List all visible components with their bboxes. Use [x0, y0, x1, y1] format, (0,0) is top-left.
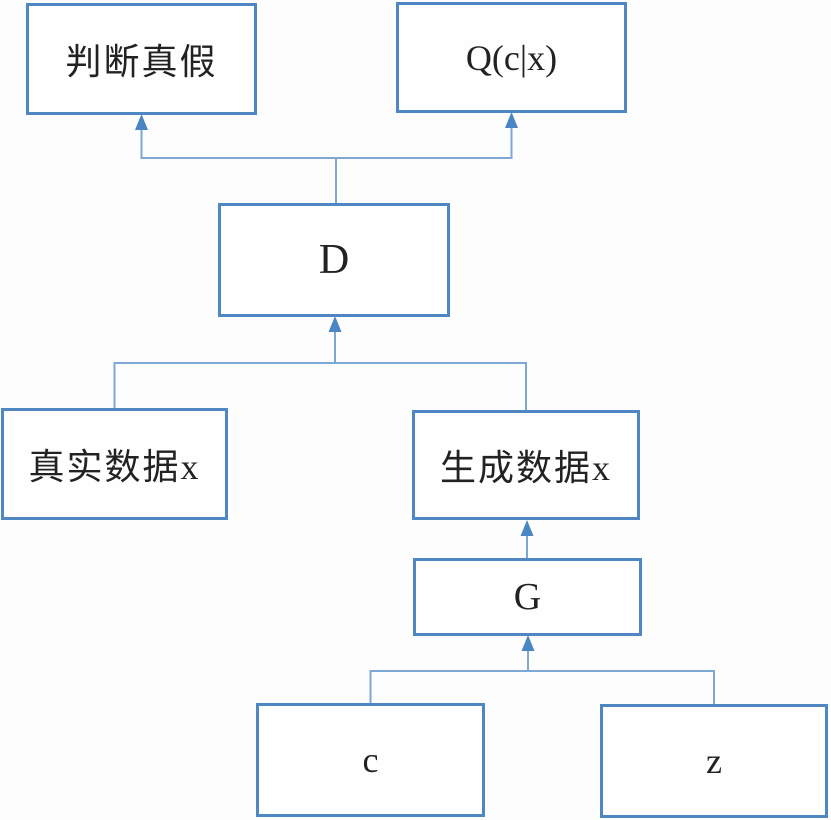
edge-sources-merge — [113, 362, 527, 410]
node-q-c-given-x: Q(c|x) — [396, 2, 627, 113]
node-discriminator: D — [218, 203, 450, 317]
arrowhead-to-judge — [135, 114, 148, 130]
node-noise-z: z — [600, 704, 828, 818]
node-latent-code-c: c — [256, 703, 485, 817]
edge-d-split — [140, 118, 513, 159]
arrowhead-to-d — [328, 316, 342, 332]
node-generated-data: 生成数据x — [412, 410, 640, 520]
node-real-data: 真实数据x — [1, 408, 228, 520]
arrowhead-to-q — [505, 112, 518, 128]
edge-inputs-merge — [369, 670, 715, 704]
node-generator: G — [413, 558, 642, 636]
arrowhead-to-g — [521, 635, 535, 651]
arrowhead-to-gen — [520, 520, 534, 536]
node-judge-real-fake: 判断真假 — [26, 3, 257, 115]
